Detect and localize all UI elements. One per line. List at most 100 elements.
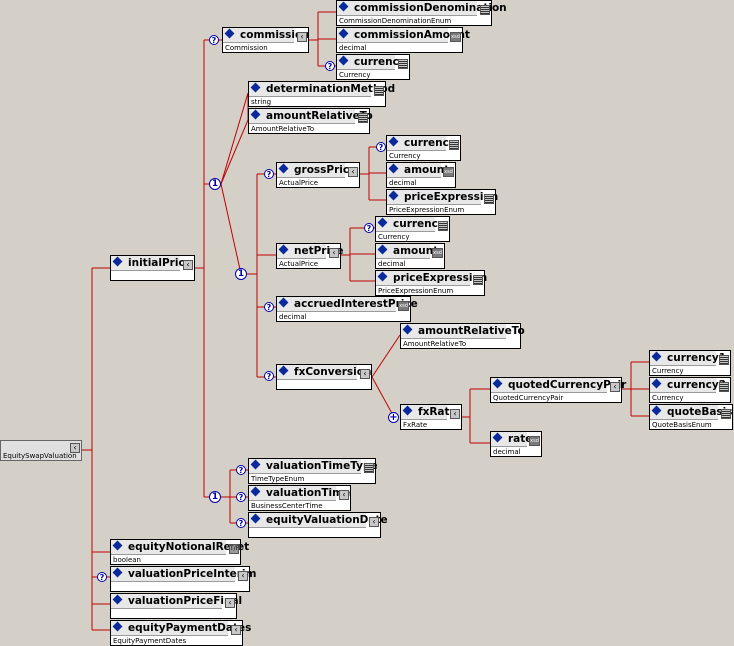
element-gross-price[interactable]: grossPrice ActualPrice ‹: [276, 162, 360, 188]
element-valuation-price-final[interactable]: valuationPriceFinal ‹: [110, 593, 242, 619]
optional-icon: ?: [236, 465, 246, 475]
element-name: valuationTimeType: [266, 460, 378, 472]
expand-icon[interactable]: ‹: [238, 571, 248, 581]
element-name: accruedInterestPrice: [294, 298, 418, 310]
expand-icon[interactable]: ‹: [360, 369, 370, 379]
element-icon: [112, 567, 123, 578]
element-name: amountRelativeTo: [418, 325, 525, 337]
element-icon: [492, 432, 503, 443]
enum-icon[interactable]: [473, 275, 483, 285]
enum-icon[interactable]: [721, 409, 731, 419]
element-icon: [338, 1, 349, 12]
element-amount-relative-to[interactable]: amountRelativeTo AmountRelativeTo: [248, 108, 373, 134]
element-commission[interactable]: commission Commission ‹: [222, 27, 310, 53]
expand-icon[interactable]: ‹: [70, 443, 80, 453]
element-icon: [250, 459, 261, 470]
root-element-equity-swap-valuation[interactable]: EquitySwapValuation ‹: [0, 440, 82, 461]
element-equity-valuation-date[interactable]: equityValuationDate ‹: [248, 512, 388, 538]
enum-icon[interactable]: [484, 194, 494, 204]
expand-icon[interactable]: ‹: [297, 32, 307, 42]
element-currency1[interactable]: currency1 Currency: [649, 350, 731, 376]
choice-icon: 1: [209, 491, 221, 503]
element-icon: [112, 621, 123, 632]
optional-icon: ?: [236, 518, 246, 528]
expand-icon[interactable]: ‹: [450, 409, 460, 419]
enum-icon[interactable]: [438, 221, 448, 231]
element-amount[interactable]: amount decimal xsd: [386, 162, 456, 188]
element-equity-payment-dates[interactable]: equityPaymentDates EquityPaymentDates ‹: [110, 620, 251, 646]
element-name: currency: [393, 218, 445, 230]
enum-icon[interactable]: [719, 382, 729, 392]
element-equity-notional-reset[interactable]: equityNotionalReset boolean T/F: [110, 539, 249, 565]
optional-icon: ?: [264, 371, 274, 381]
element-accrued-interest-price[interactable]: accruedInterestPrice decimal xsd: [276, 296, 418, 322]
element-icon: [651, 351, 662, 362]
element-valuation-time[interactable]: valuationTime BusinessCenterTime ‹: [248, 485, 351, 511]
element-icon: [278, 244, 289, 255]
element-type: QuoteBasisEnum: [652, 421, 712, 429]
element-type: QuotedCurrencyPair: [493, 394, 564, 402]
optional-icon: ?: [376, 142, 386, 152]
enum-icon[interactable]: [480, 5, 490, 15]
boolean-icon[interactable]: T/F: [229, 544, 240, 554]
element-commission-denomination[interactable]: commissionDenomination CommissionDenomin…: [336, 0, 507, 26]
simple-type-icon[interactable]: xsd: [398, 301, 409, 311]
element-name: fxRate: [418, 406, 457, 418]
element-name: grossPrice: [294, 164, 357, 176]
expand-icon[interactable]: ‹: [231, 625, 241, 635]
element-type: decimal: [378, 260, 406, 268]
enum-icon[interactable]: [364, 463, 374, 473]
element-quote-basis[interactable]: quoteBasis QuoteBasisEnum: [649, 404, 733, 430]
element-currency[interactable]: currency Currency: [375, 216, 450, 242]
element-price-expression[interactable]: priceExpression PriceExpressionEnum: [375, 270, 487, 296]
element-type: Currency: [652, 367, 684, 375]
optional-icon: ?: [236, 492, 246, 502]
expand-icon[interactable]: ‹: [610, 382, 620, 392]
element-currency[interactable]: currency Currency: [336, 54, 410, 80]
element-quoted-currency-pair[interactable]: quotedCurrencyPair QuotedCurrencyPair ‹: [490, 377, 626, 403]
enum-icon[interactable]: [398, 59, 408, 69]
element-fx-conversion[interactable]: fxConversion ‹: [276, 364, 372, 390]
simple-type-icon[interactable]: xsd: [529, 436, 540, 446]
element-icon: [224, 28, 235, 39]
element-amount[interactable]: amount decimal xsd: [375, 243, 445, 269]
expand-icon[interactable]: ‹: [348, 167, 358, 177]
simple-type-icon[interactable]: xsd: [450, 32, 461, 42]
element-name: initialPrice: [128, 257, 192, 269]
root-type-label: EquitySwapValuation: [3, 452, 77, 460]
element-rate[interactable]: rate decimal xsd: [490, 431, 542, 457]
simple-type-icon[interactable]: xsd: [443, 167, 454, 177]
element-net-price[interactable]: netPrice ActualPrice ‹: [276, 243, 343, 269]
element-fx-rate[interactable]: fxRate FxRate ‹: [400, 404, 462, 430]
element-currency2[interactable]: currency2 Currency: [649, 377, 731, 403]
element-initial-price[interactable]: initialPrice ‹: [110, 255, 195, 281]
element-commission-amount[interactable]: commissionAmount decimal xsd: [336, 27, 470, 53]
element-type: Currency: [652, 394, 684, 402]
element-determination-method[interactable]: determinationMethod string: [248, 81, 395, 107]
enum-icon[interactable]: [719, 355, 729, 365]
element-currency[interactable]: currency Currency: [386, 135, 461, 161]
element-name: currency1: [667, 352, 727, 364]
element-icon: [250, 82, 261, 93]
element-amount-relative-to[interactable]: amountRelativeTo AmountRelativeTo: [400, 323, 525, 349]
expand-icon[interactable]: ‹: [369, 517, 379, 527]
expand-icon[interactable]: ‹: [225, 598, 235, 608]
element-price-expression[interactable]: priceExpression PriceExpressionEnum: [386, 189, 498, 215]
element-name: commission: [240, 29, 310, 41]
expand-icon[interactable]: ‹: [329, 248, 339, 258]
simple-type-icon[interactable]: xsd: [432, 248, 443, 258]
expand-icon[interactable]: ‹: [339, 490, 349, 500]
element-icon: [402, 324, 413, 335]
enum-icon[interactable]: [358, 113, 368, 123]
element-name: equityPaymentDates: [128, 622, 252, 634]
element-name: currency2: [667, 379, 727, 391]
expand-icon[interactable]: ‹: [183, 260, 193, 270]
plus-icon: +: [388, 412, 399, 423]
element-name: determinationMethod: [266, 83, 396, 95]
enum-icon[interactable]: [374, 86, 384, 96]
element-icon: [377, 271, 388, 282]
enum-icon[interactable]: [449, 140, 459, 150]
element-valuation-price-interim[interactable]: valuationPriceInterim ‹: [110, 566, 256, 592]
element-icon: [112, 256, 123, 267]
element-valuation-time-type[interactable]: valuationTimeType TimeTypeEnum: [248, 458, 378, 484]
